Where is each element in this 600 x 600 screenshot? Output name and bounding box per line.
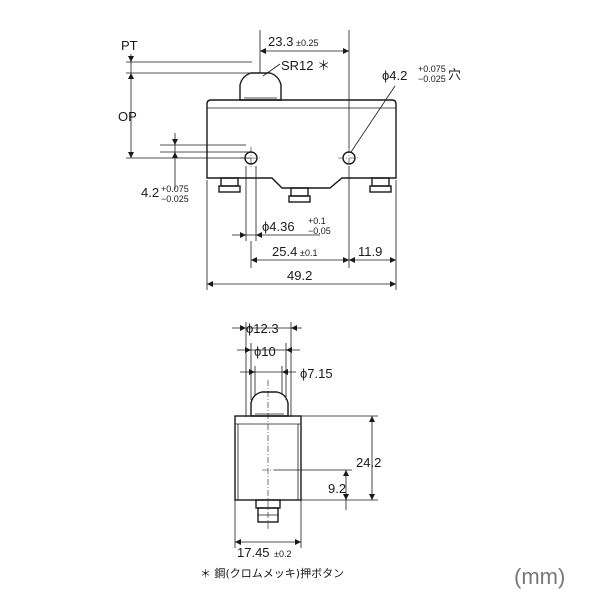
hole-suffix: 穴	[448, 67, 461, 82]
unit-label: (mm)	[514, 564, 565, 589]
side-view: ϕ12.3 ϕ10 ϕ7.15 24.2 9.2 17.45	[232, 321, 381, 560]
side-terminals	[255, 499, 281, 523]
terminal-center	[288, 187, 311, 203]
dim-4-36-tol-upper: +0.1	[308, 216, 326, 226]
terminal-right	[369, 177, 392, 193]
side-plunger	[250, 391, 289, 417]
hole-leader	[350, 85, 396, 153]
dim-4-2-tol-upper: +0.075	[161, 184, 189, 194]
dim-4-36-value: ϕ4.36	[262, 219, 295, 234]
terminal-left	[218, 177, 241, 193]
hole-tol-lower: −0.025	[418, 74, 446, 84]
op-label: OP	[118, 109, 137, 124]
footnote: ＊ 鋼(クロムメッキ)押ボタン	[200, 566, 344, 580]
dim-12-3-value: ϕ12.3	[246, 321, 279, 336]
dim-24-2-value: 24.2	[356, 455, 381, 470]
sr12-label: SR12 ＊	[281, 58, 330, 73]
dim-49-2-value: 49.2	[287, 268, 312, 283]
dim-7-15-value: ϕ7.15	[300, 366, 333, 381]
dim-10-value: ϕ10	[254, 344, 276, 359]
pt-label: PT	[121, 38, 138, 53]
dim-17-45-value: 17.45	[237, 545, 270, 560]
front-plunger	[239, 72, 282, 101]
dim-25-4-value: 25.4	[272, 244, 297, 259]
dim-4-2-tol-lower: −0.025	[161, 194, 189, 204]
dim-17-45-tolerance: ±0.2	[274, 549, 291, 559]
dim-23-3-value: 23.3	[268, 34, 293, 49]
dim-4-36-tol-lower: −0.05	[308, 226, 331, 236]
dim-23-3-tolerance: ±0.25	[296, 38, 318, 48]
switch-body	[206, 99, 397, 189]
dim-4-2-value: 4.2	[141, 185, 159, 200]
front-view: PT OP 23.3 ±0.25 SR12 ＊ ϕ4.2 +0.075 −0.0…	[118, 30, 461, 290]
dim-9-2-value: 9.2	[328, 481, 346, 496]
sr12-leader	[262, 63, 281, 77]
hole-tol-upper: +0.075	[418, 64, 446, 74]
dim-25-4-tolerance: ±0.1	[300, 248, 317, 258]
hole-diameter: ϕ4.2	[382, 68, 407, 83]
dim-11-9-value: 11.9	[358, 244, 382, 259]
